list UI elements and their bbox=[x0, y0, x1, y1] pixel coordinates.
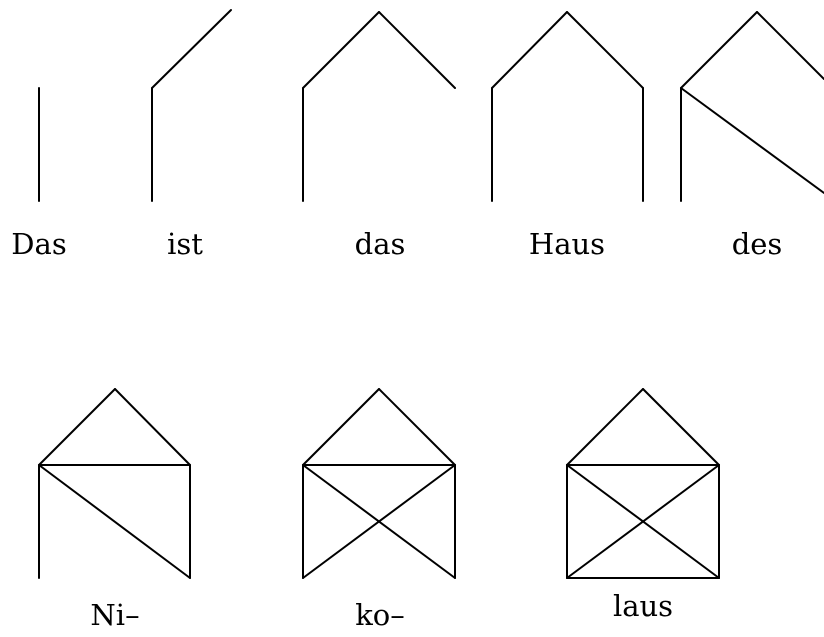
word-label-haus: Haus bbox=[528, 227, 606, 261]
roof-right-line bbox=[756, 11, 824, 80]
word-label-das-2: das bbox=[354, 227, 406, 261]
roof-left-line bbox=[566, 388, 644, 466]
diagonal-line bbox=[566, 464, 720, 579]
step-8-figure bbox=[566, 388, 720, 579]
roof-left-line bbox=[151, 9, 232, 89]
roof-left-line bbox=[38, 388, 116, 466]
diagonal-line bbox=[38, 464, 191, 579]
roof-left-line bbox=[491, 11, 568, 89]
step-4-figure bbox=[491, 11, 644, 202]
roof-right-line bbox=[378, 11, 456, 89]
roof-left-line bbox=[680, 11, 758, 89]
roof-right-line bbox=[642, 388, 720, 466]
step-3-figure bbox=[302, 11, 456, 202]
word-label-ko: ko– bbox=[355, 598, 405, 632]
roof-right-line bbox=[378, 388, 456, 466]
word-label-ist: ist bbox=[167, 227, 203, 261]
roof-left-line bbox=[302, 11, 380, 89]
word-label-laus: laus bbox=[612, 589, 674, 623]
word-label-ni: Ni– bbox=[90, 598, 140, 632]
step-6-figure bbox=[38, 388, 191, 579]
diagonal-line bbox=[302, 464, 456, 579]
roof-right-line bbox=[566, 11, 644, 89]
roof-left-line bbox=[302, 388, 380, 466]
word-label-das: Das bbox=[11, 227, 67, 261]
step-2-figure bbox=[151, 9, 232, 202]
word-label-des: des bbox=[731, 227, 783, 261]
diagonal-line bbox=[680, 87, 824, 194]
step-7-figure bbox=[302, 388, 456, 579]
step-5-figure bbox=[680, 11, 824, 202]
roof-right-line bbox=[114, 388, 191, 466]
